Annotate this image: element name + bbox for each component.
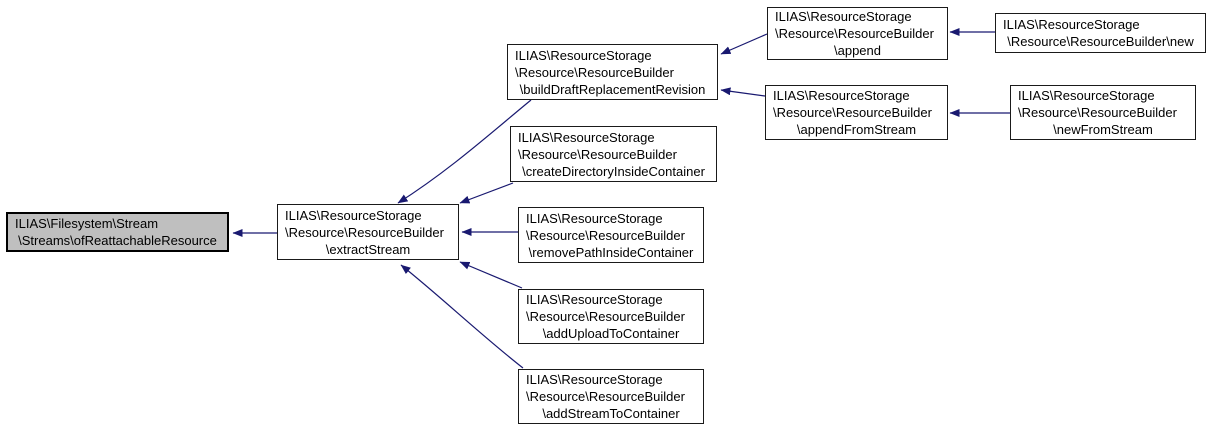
node-addStreamToContainer[interactable]: ILIAS\ResourceStorage \Resource\Resource… bbox=[518, 369, 704, 424]
node-extractStream[interactable]: ILIAS\ResourceStorage \Resource\Resource… bbox=[277, 204, 459, 260]
edge-addUploadToContainer-to-extractStream bbox=[459, 261, 523, 289]
node-label-line: \Resource\ResourceBuilder bbox=[518, 146, 677, 162]
node-label-line: \addStreamToContainer bbox=[542, 406, 680, 421]
edge-addStreamToContainer-to-extractStream bbox=[400, 264, 524, 369]
node-label-line: \Resource\ResourceBuilder bbox=[526, 227, 685, 243]
edge-buildDraftReplacementRevision-to-extractStream bbox=[397, 99, 532, 204]
node-label-line: \newFromStream bbox=[1053, 122, 1153, 137]
node-label-line: \Resource\ResourceBuilder bbox=[526, 309, 685, 324]
node-label-line: \Resource\ResourceBuilder bbox=[526, 389, 685, 404]
node-label-line: ILIAS\ResourceStorage bbox=[285, 207, 422, 223]
edge-appendFromStream-to-buildDraftReplacementRevision bbox=[720, 87, 766, 97]
node-label-line: \Resource\ResourceBuilder bbox=[773, 105, 932, 120]
node-label-line: ILIAS\ResourceStorage bbox=[526, 292, 663, 307]
node-label-line: \createDirectoryInsideContainer bbox=[522, 163, 705, 179]
node-buildDraftReplacementRevision[interactable]: ILIAS\ResourceStorage \Resource\Resource… bbox=[507, 44, 718, 100]
node-label-line: ILIAS\ResourceStorage bbox=[515, 47, 652, 63]
node-label-line: \Resource\ResourceBuilder bbox=[1018, 105, 1177, 120]
node-label-line: ILIAS\ResourceStorage bbox=[773, 88, 910, 103]
edge-append-to-buildDraftReplacementRevision bbox=[720, 33, 768, 55]
node-label-line: ILIAS\ResourceStorage bbox=[526, 372, 663, 387]
node-new[interactable]: ILIAS\ResourceStorage \Resource\Resource… bbox=[995, 13, 1206, 53]
node-label-line: ILIAS\ResourceStorage bbox=[526, 210, 663, 226]
node-label-line: \Resource\ResourceBuilder bbox=[775, 26, 934, 41]
node-createDirectoryInsideContainer[interactable]: ILIAS\ResourceStorage \Resource\Resource… bbox=[510, 126, 717, 182]
node-label-line: ILIAS\Filesystem\Stream bbox=[15, 216, 159, 231]
node-label-line: ILIAS\ResourceStorage bbox=[1018, 88, 1155, 103]
node-newFromStream[interactable]: ILIAS\ResourceStorage \Resource\Resource… bbox=[1010, 85, 1196, 140]
node-label-line: \append bbox=[834, 43, 881, 58]
node-label-line: \addUploadToContainer bbox=[542, 326, 680, 341]
node-label-line: ILIAS\ResourceStorage bbox=[518, 129, 655, 145]
node-label-line: \extractStream bbox=[325, 241, 411, 257]
node-label-line: \Resource\ResourceBuilder bbox=[285, 224, 444, 240]
node-label-line: \appendFromStream bbox=[796, 122, 917, 137]
edge-createDirectoryInsideContainer-to-extractStream bbox=[459, 182, 514, 204]
node-addUploadToContainer[interactable]: ILIAS\ResourceStorage \Resource\Resource… bbox=[518, 289, 704, 344]
node-removePathInsideContainer[interactable]: ILIAS\ResourceStorage \Resource\Resource… bbox=[518, 207, 704, 263]
node-label-line: \removePathInsideContainer bbox=[528, 244, 694, 260]
node-label-line: \Streams\ofReattachableResource bbox=[18, 233, 217, 248]
node-label-line: \buildDraftReplacementRevision bbox=[519, 81, 706, 97]
node-ofReattachableResource[interactable]: ILIAS\Filesystem\Stream \Streams\ofReatt… bbox=[6, 212, 229, 252]
node-label-line: ILIAS\ResourceStorage bbox=[775, 9, 912, 24]
node-appendFromStream[interactable]: ILIAS\ResourceStorage \Resource\Resource… bbox=[765, 85, 948, 140]
node-label-line: \Resource\ResourceBuilder bbox=[515, 64, 674, 80]
node-label-line: \Resource\ResourceBuilder\new bbox=[1007, 34, 1194, 49]
node-label-line: ILIAS\ResourceStorage bbox=[1003, 17, 1140, 32]
node-append[interactable]: ILIAS\ResourceStorage \Resource\Resource… bbox=[767, 7, 948, 60]
